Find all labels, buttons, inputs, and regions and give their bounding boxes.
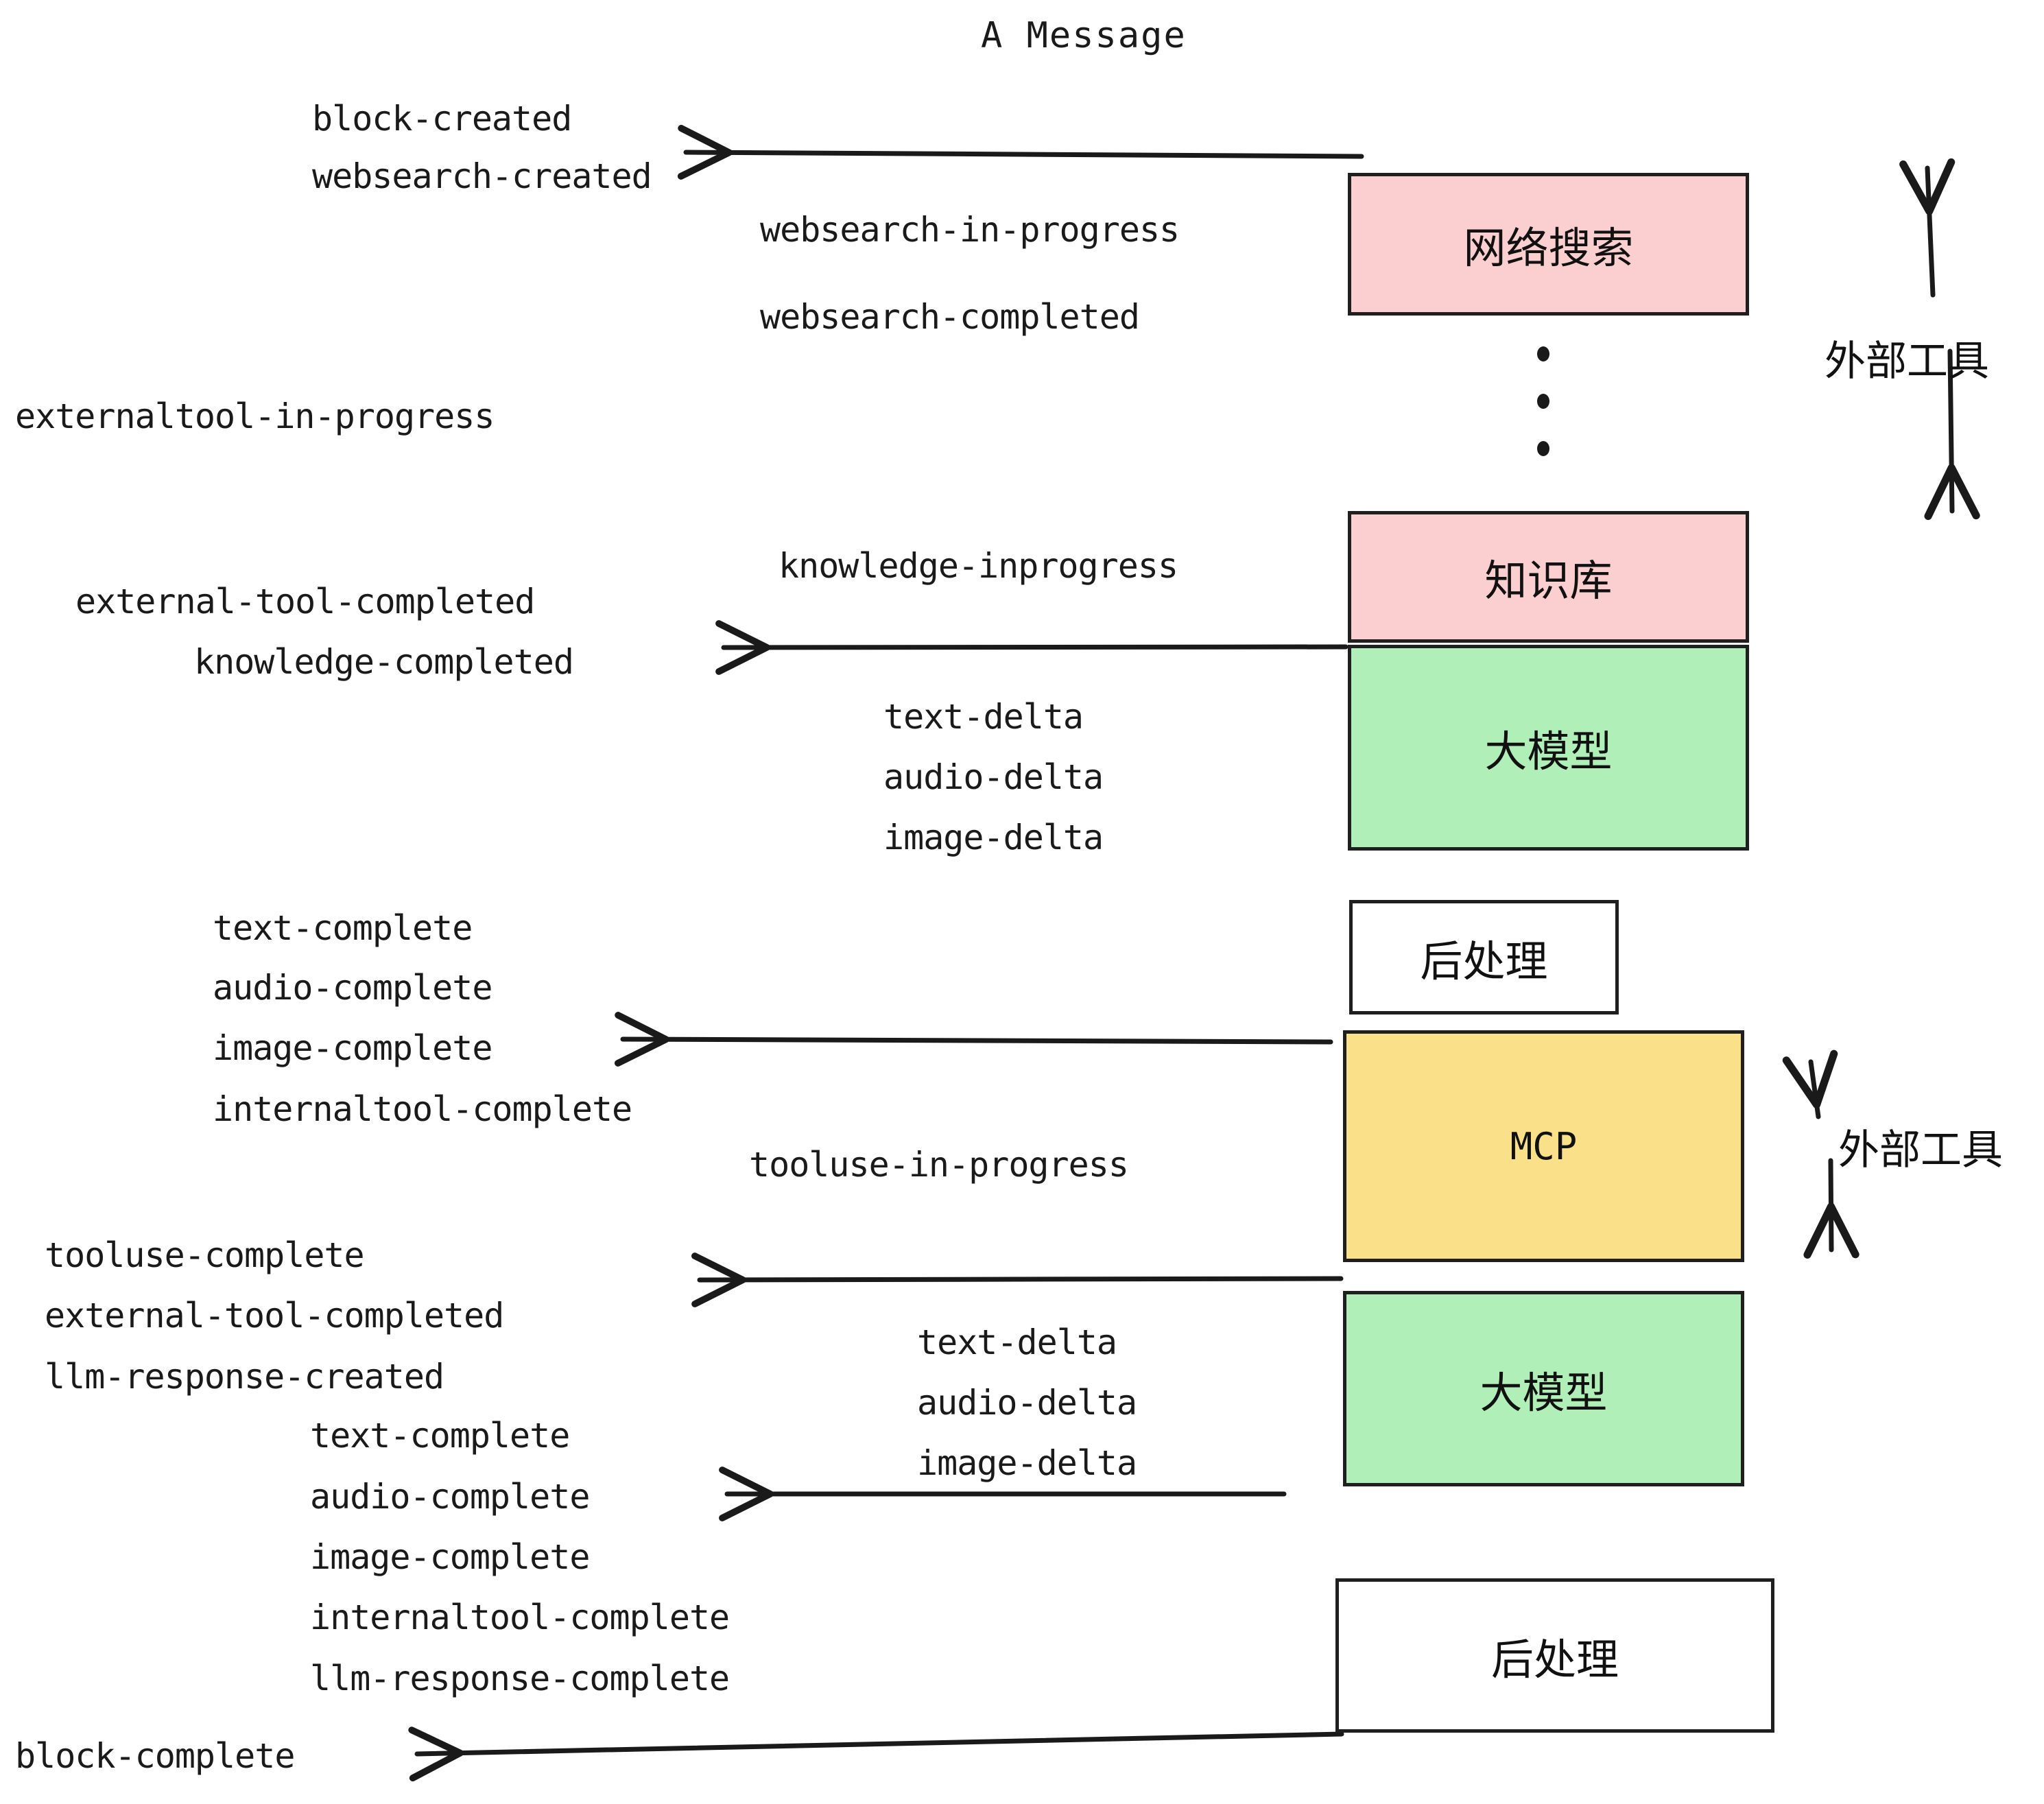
event-block-created: block-created: [312, 99, 572, 139]
event-audio-delta-upper: audio-delta: [883, 757, 1104, 797]
event-text-delta-upper: text-delta: [883, 697, 1084, 737]
group-label-external-tools-lower: 外部工具: [1838, 1126, 2003, 1174]
event-websearch-completed: websearch-completed: [760, 297, 1140, 337]
ellipsis-dot: [1537, 441, 1549, 456]
event-audio-complete-upper: audio-complete: [213, 968, 492, 1008]
group-label-external-tools-upper: 外部工具: [1825, 337, 1989, 385]
node-postprocess-lower[interactable]: 后处理: [1335, 1578, 1774, 1733]
event-block-complete: block-complete: [15, 1736, 295, 1776]
node-web-search[interactable]: 网络搜索: [1348, 173, 1749, 316]
event-tooluse-in-progress: tooluse-in-progress: [749, 1145, 1129, 1185]
arrow-block-complete: [408, 1726, 1344, 1782]
event-image-delta-lower: image-delta: [917, 1443, 1137, 1483]
ellipsis-dot: [1537, 394, 1549, 409]
event-websearch-in-progress: websearch-in-progress: [760, 210, 1180, 250]
event-image-complete-lower: image-complete: [310, 1537, 590, 1577]
arrow-image-complete: [614, 1012, 1333, 1067]
event-image-complete-upper: image-complete: [213, 1028, 492, 1068]
node-mcp[interactable]: MCP: [1343, 1030, 1744, 1262]
event-llm-response-complete: llm-response-complete: [310, 1659, 730, 1698]
vertical-ellipsis: [1535, 346, 1552, 456]
node-knowledge-base[interactable]: 知识库: [1348, 511, 1749, 643]
event-internaltool-complete-upper: internaltool-complete: [213, 1089, 632, 1129]
page-title: A Message: [981, 15, 1187, 56]
event-text-complete-lower: text-complete: [310, 1416, 570, 1456]
event-tooluse-complete: tooluse-complete: [45, 1235, 365, 1275]
event-externaltool-in-progress: externaltool-in-progress: [15, 396, 495, 436]
event-audio-complete-lower: audio-complete: [310, 1477, 590, 1517]
event-external-tool-completed-1: external-tool-completed: [75, 582, 535, 621]
event-knowledge-inprogress: knowledge-inprogress: [779, 546, 1178, 586]
arrow-knowledge-completed: [715, 620, 1348, 675]
arrow-tooluse-complete: [691, 1253, 1344, 1307]
external-tools-range-arrow-top: [1899, 158, 1956, 298]
node-postprocess-upper[interactable]: 后处理: [1349, 900, 1619, 1014]
event-audio-delta-lower: audio-delta: [917, 1383, 1137, 1423]
node-llm-lower[interactable]: 大模型: [1343, 1291, 1744, 1486]
node-llm-upper[interactable]: 大模型: [1348, 645, 1749, 851]
event-image-delta-upper: image-delta: [883, 818, 1104, 857]
event-internaltool-complete-lower: internaltool-complete: [310, 1598, 730, 1637]
external-tools2-range-arrow-top: [1782, 1049, 1838, 1119]
arrow-websearch-to-created: [677, 125, 1364, 180]
event-text-complete-upper: text-complete: [213, 908, 473, 948]
event-knowledge-completed: knowledge-completed: [194, 642, 574, 682]
event-websearch-created: websearch-created: [312, 156, 652, 196]
ellipsis-dot: [1537, 346, 1549, 361]
event-llm-response-created: llm-response-created: [45, 1357, 444, 1397]
event-text-delta-lower: text-delta: [917, 1322, 1117, 1362]
event-external-tool-completed-2: external-tool-completed: [45, 1296, 504, 1336]
